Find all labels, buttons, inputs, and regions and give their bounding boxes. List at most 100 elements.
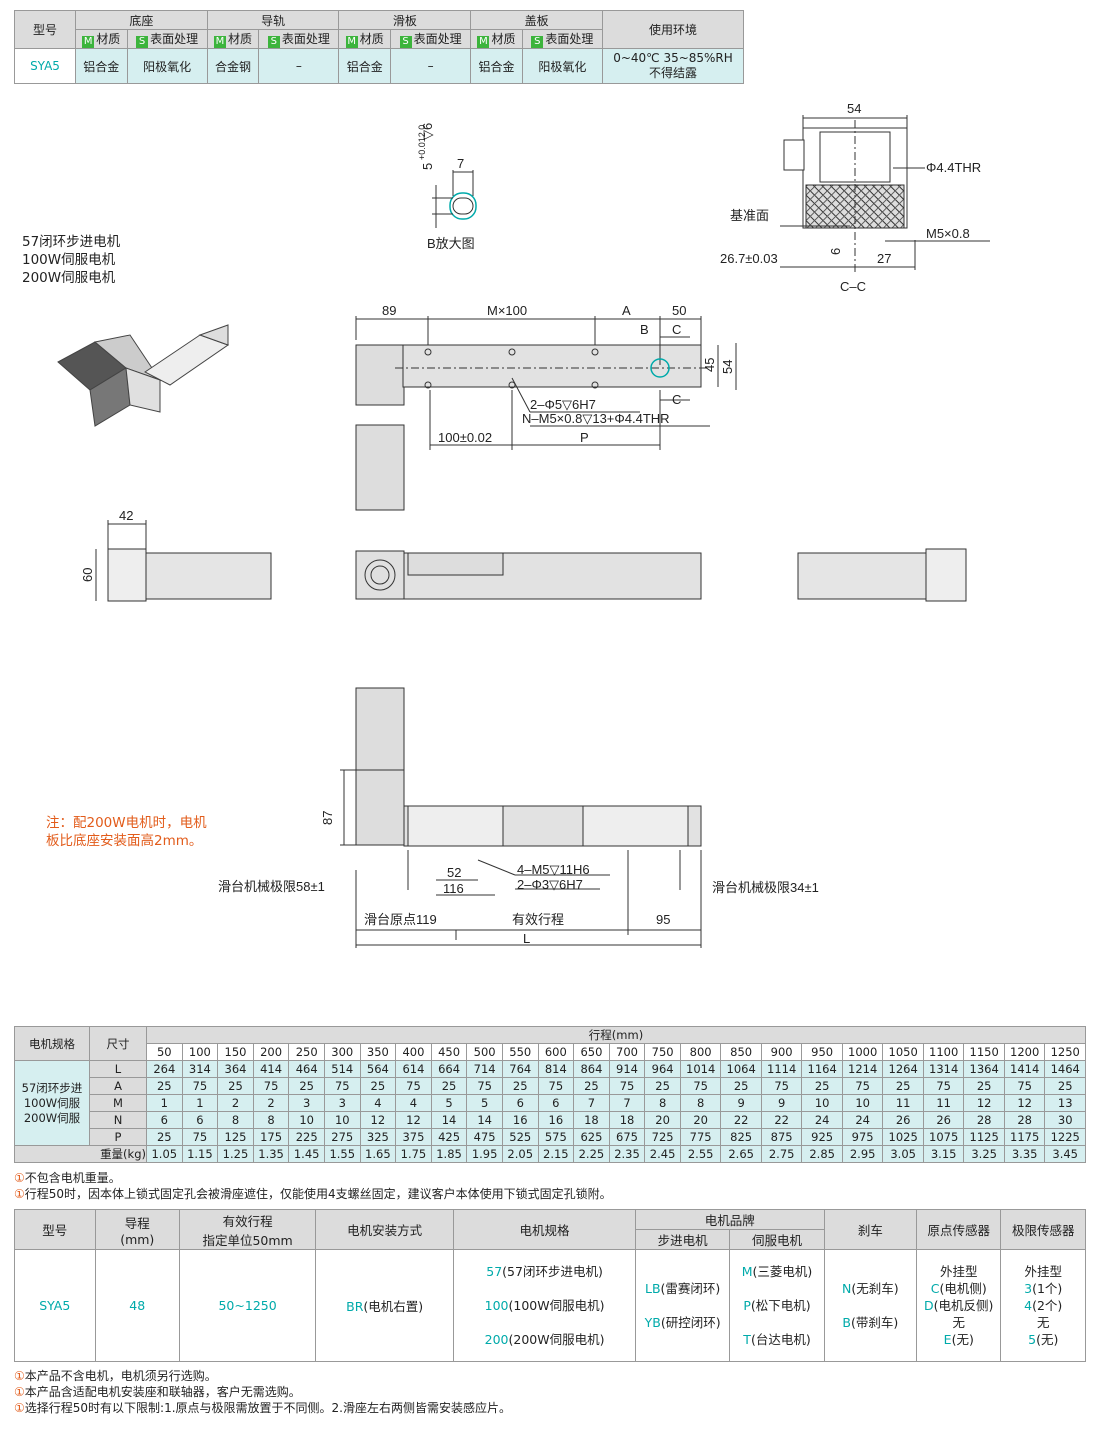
dim-cell: 914 — [608, 1060, 646, 1078]
dim-95: 95 — [656, 912, 670, 927]
dim-cell: 7 — [608, 1094, 646, 1112]
cc-thr-dim: Φ4.4THR — [926, 160, 981, 175]
order-motor-header: 电机规格 — [453, 1209, 636, 1250]
dim-cell: 13 — [1044, 1094, 1086, 1112]
dim-cell: 75 — [922, 1077, 965, 1095]
stroke-col-header: 400 — [395, 1043, 432, 1061]
stroke-col-header: 200 — [252, 1043, 290, 1061]
limit-left: 滑台机械极限58±1 — [218, 879, 325, 894]
dim-cell: 12 — [395, 1111, 432, 1129]
group-base: 底座 — [75, 10, 208, 30]
dim-cell: 26 — [922, 1111, 965, 1129]
dim-cell: 1125 — [963, 1128, 1005, 1146]
dim-cell: 375 — [395, 1128, 432, 1146]
dim-cell: 25 — [1044, 1077, 1086, 1095]
dim-cell: 7 — [573, 1094, 610, 1112]
order-brake: N(无刹车) B(带刹车) — [823, 1249, 918, 1362]
dim-cell: 2 — [252, 1094, 290, 1112]
dim-cell: 1.55 — [323, 1145, 361, 1163]
dim-notes: ①不包含电机重量。 ①行程50时，因本体上锁式固定孔会被滑座遮住，仅能使用4支螺… — [14, 1171, 612, 1201]
stroke-col-header: 850 — [720, 1043, 762, 1061]
dim-cell: 1.65 — [359, 1145, 397, 1163]
dim-cell: 1.95 — [466, 1145, 503, 1163]
dim-cell: 75 — [466, 1077, 503, 1095]
dim-cell: 1025 — [882, 1128, 924, 1146]
dim-cell: 525 — [501, 1128, 539, 1146]
dim-cell: 25 — [146, 1128, 183, 1146]
dim-cell: 975 — [841, 1128, 884, 1146]
b-detail — [432, 170, 477, 228]
order-limit: 外挂型 3(1个) 4(2个) 无 5(无) — [1000, 1249, 1086, 1362]
order-servo: M(三菱电机) P(松下电机) T(台达电机) — [729, 1249, 825, 1362]
dim-cell: 3 — [323, 1094, 361, 1112]
dim-cell: 1364 — [963, 1060, 1005, 1078]
dim-cell: 8 — [252, 1111, 290, 1129]
dim-cell: 25 — [644, 1077, 681, 1095]
origin-dim: 滑台原点119 — [364, 912, 437, 927]
dim-cell: 714 — [466, 1060, 503, 1078]
order-origin-header: 原点传感器 — [916, 1209, 1002, 1250]
dim-cell: 675 — [608, 1128, 646, 1146]
dim-m100: M×100 — [487, 303, 527, 318]
dim-cell: 1 — [146, 1094, 183, 1112]
hole-4m5: 4–M5▽11H6 — [517, 862, 590, 877]
dim-cell: 25 — [288, 1077, 325, 1095]
spec-value: 铝合金 — [75, 48, 128, 84]
dim-cell: 25 — [573, 1077, 610, 1095]
dim-cell: 25 — [882, 1077, 924, 1095]
order-notes: ①本产品不含电机，电机须另行选购。 ①本产品含适配电机安装座和联轴器，客户无需选… — [14, 1369, 511, 1415]
dim-cell: 6 — [537, 1094, 575, 1112]
order-table: 型号 导程(mm) 有效行程指定单位50mm 电机安装方式 电机规格 电机品牌 … — [14, 1209, 1086, 1362]
dim-cell: 6 — [146, 1111, 183, 1129]
dim-52: 52 — [447, 865, 461, 880]
dim-cell: 2 — [217, 1094, 254, 1112]
spec-value: 铝合金 — [470, 48, 523, 84]
iso-sketch — [57, 324, 230, 427]
side-view-right — [797, 548, 967, 602]
dim-cell: 1014 — [679, 1060, 722, 1078]
dim-cell: 2.75 — [760, 1145, 803, 1163]
stroke-header: 行程(mm) — [146, 1026, 1086, 1044]
dim-cell: 1.05 — [146, 1145, 183, 1163]
dim-cell: 625 — [573, 1128, 610, 1146]
dim-cell: 1225 — [1044, 1128, 1086, 1146]
dim-cell: 20 — [644, 1111, 681, 1129]
dim-cell: 25 — [501, 1077, 539, 1095]
dim-cell: 12 — [1003, 1094, 1046, 1112]
model-cell: SYA5 — [14, 48, 76, 84]
dim-cell: 8 — [679, 1094, 722, 1112]
dim-cell: 1164 — [801, 1060, 843, 1078]
stroke-col-header: 450 — [430, 1043, 468, 1061]
cc-ref-label: 基准面 — [730, 208, 769, 223]
b-height-dim: 5 — [420, 163, 435, 170]
order-model: SYA5 — [14, 1249, 96, 1362]
stroke-col-header: 1200 — [1003, 1043, 1046, 1061]
row-label: A — [89, 1077, 147, 1095]
dim-cell: 3.25 — [963, 1145, 1005, 1163]
dim-cell: 12 — [963, 1094, 1005, 1112]
stroke-col-header: 1050 — [882, 1043, 924, 1061]
row-label: M — [89, 1094, 147, 1112]
dim-cell: 25 — [720, 1077, 762, 1095]
model-header: 型号 — [14, 10, 76, 49]
dim-100: 100±0.02 — [438, 430, 492, 445]
dim-cell: 75 — [395, 1077, 432, 1095]
dim-cell: 2.15 — [537, 1145, 575, 1163]
row-label: L — [89, 1060, 147, 1078]
dim-cell: 14 — [466, 1111, 503, 1129]
dim-cell: 18 — [608, 1111, 646, 1129]
dim-cell: 5 — [430, 1094, 468, 1112]
dim-cell: 1464 — [1044, 1060, 1086, 1078]
dim-cell: 614 — [395, 1060, 432, 1078]
dim-cell: 25 — [217, 1077, 254, 1095]
dim-cell: 4 — [359, 1094, 397, 1112]
stroke-col-header: 750 — [644, 1043, 681, 1061]
dim-cell: 9 — [760, 1094, 803, 1112]
dim-cell: 24 — [841, 1111, 884, 1129]
dim-a: A — [622, 303, 631, 318]
motor-list: 57闭环步进电机 100W伺服电机 200W伺服电机 — [22, 233, 120, 287]
